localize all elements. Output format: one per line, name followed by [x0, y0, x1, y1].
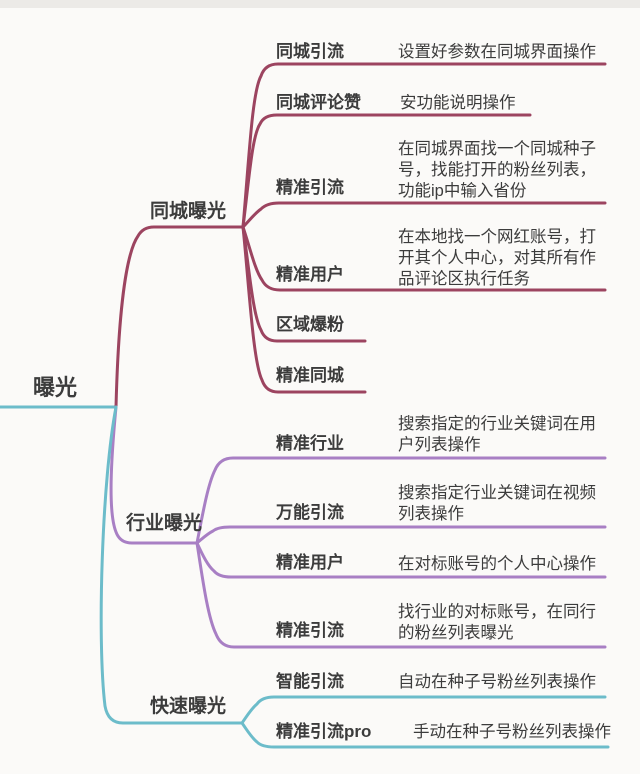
- b3c1-desc[interactable]: 自动在种子号粉丝列表操作: [398, 673, 596, 691]
- b1c1-label[interactable]: 同城引流: [276, 42, 344, 61]
- connector-b3c2: [240, 721, 610, 749]
- connector-b1c3: [241, 201, 607, 229]
- b1c3-desc[interactable]: 在同城界面找一个同城种子号，找能打开的粉丝列表，功能ip中输入省份: [398, 140, 596, 200]
- root-node-label[interactable]: 曝光: [33, 375, 78, 400]
- connector-b3c1: [240, 695, 607, 725]
- b3c1-label[interactable]: 智能引流: [276, 672, 344, 691]
- connector-b2c1: [195, 456, 607, 545]
- b1c4-label[interactable]: 精准用户: [276, 265, 344, 284]
- b2c2-label[interactable]: 万能引流: [276, 503, 344, 522]
- b1c3-label[interactable]: 精准引流: [276, 178, 344, 197]
- branch3-label[interactable]: 快速曝光: [150, 696, 227, 717]
- connector-b2c4: [195, 541, 607, 649]
- top-border-strip: [0, 0, 640, 8]
- b1c2-label[interactable]: 同城评论赞: [276, 93, 361, 112]
- b2c1-label[interactable]: 精准行业: [276, 434, 344, 453]
- branch1-label[interactable]: 同城曝光: [150, 201, 227, 222]
- b2c3-label[interactable]: 精准用户: [276, 553, 344, 572]
- connector-b2c3: [195, 541, 607, 579]
- connector-root-branch3: [99, 405, 244, 725]
- connector-b1c2: [241, 113, 532, 229]
- b1c2-desc[interactable]: 安功能说明操作: [400, 94, 516, 112]
- connector-root-branch2: [109, 405, 199, 545]
- connector-b1c1: [241, 62, 607, 229]
- connector-root-branch1: [114, 225, 245, 409]
- b1c1-desc[interactable]: 设置好参数在同城界面操作: [398, 43, 596, 61]
- b3c2-desc[interactable]: 手动在种子号粉丝列表操作: [413, 723, 611, 741]
- branch2-label[interactable]: 行业曝光: [126, 513, 203, 534]
- b1c4-desc[interactable]: 在本地找一个网红账号，打开其个人中心，对其所有作品评论区执行任务: [398, 228, 596, 288]
- b3c2-label[interactable]: 精准引流pro: [276, 722, 372, 741]
- connector-b1c4: [241, 225, 607, 292]
- connector-b1c6: [241, 225, 367, 394]
- b2c2-desc[interactable]: 搜索指定行业关键词在视频列表操作: [398, 484, 596, 523]
- b2c4-desc[interactable]: 找行业的对标账号，在同行的粉丝列表曝光: [398, 603, 596, 642]
- b1c6-label[interactable]: 精准同城: [276, 366, 344, 385]
- b1c5-label[interactable]: 区域爆粉: [276, 315, 344, 334]
- connector-b2c2: [195, 525, 607, 545]
- b2c3-desc[interactable]: 在对标账号的个人中心操作: [398, 555, 596, 573]
- b2c1-desc[interactable]: 搜索指定的行业关键词在用户列表操作: [398, 415, 596, 454]
- b2c4-label[interactable]: 精准引流: [276, 621, 344, 640]
